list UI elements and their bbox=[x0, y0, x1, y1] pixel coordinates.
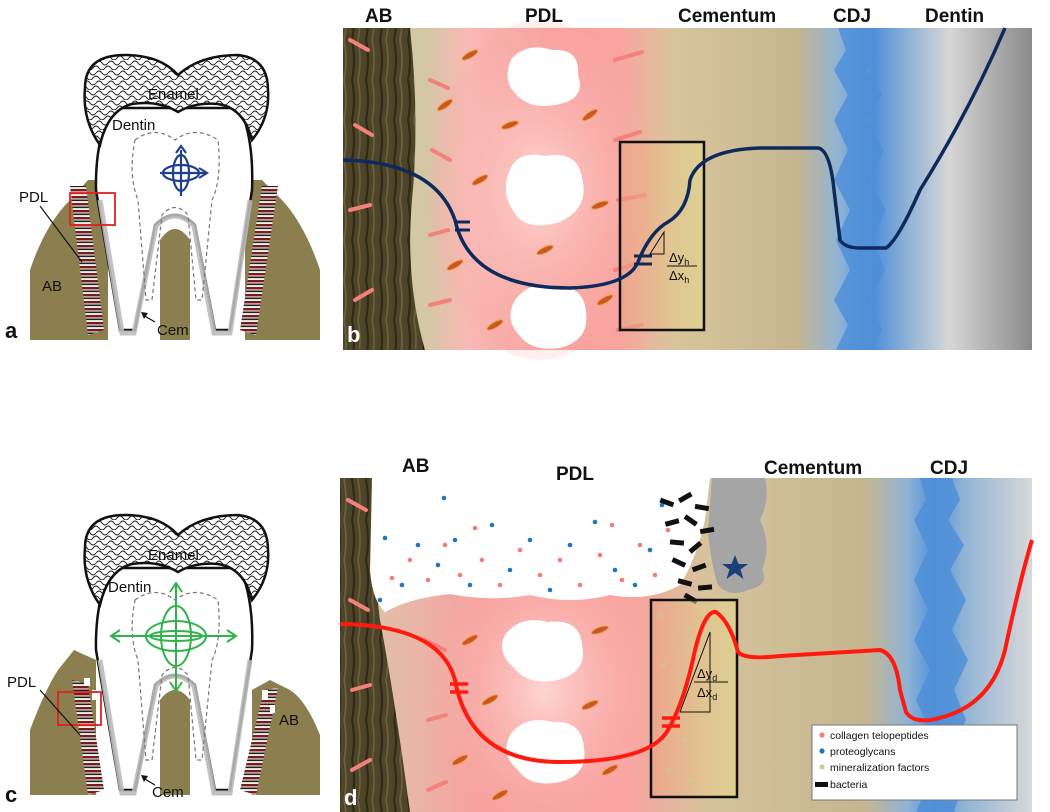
tissue-destruction-zone bbox=[370, 478, 710, 612]
fraction-denominator-d: Δxd bbox=[697, 685, 717, 702]
legend-swatch-proteoglycans bbox=[819, 748, 825, 754]
panel-b-letter: b bbox=[347, 322, 360, 347]
legend-box: collagen telopeptides proteoglycans mine… bbox=[811, 724, 1018, 801]
panel-b: Δyh Δxh AB PDL Cementum CDJ Dentin b bbox=[342, 6, 1032, 360]
pulp-outline bbox=[131, 131, 220, 301]
header-cdj-d: CDJ bbox=[930, 458, 968, 479]
pdl-leader-line bbox=[39, 205, 83, 263]
interradicular-bone bbox=[160, 229, 190, 340]
legend-swatch-mineralization bbox=[819, 764, 825, 770]
pulp-outline-c bbox=[131, 591, 220, 761]
header-cementum-d: Cementum bbox=[764, 458, 862, 479]
force-axes-icon bbox=[160, 144, 210, 196]
curve-break-marks-b bbox=[455, 220, 652, 266]
pdl-band-left bbox=[70, 186, 104, 335]
alveolar-bone-b bbox=[343, 28, 425, 350]
header-pdl-d: PDL bbox=[556, 464, 594, 485]
fraction-numerator-d: Δyd bbox=[697, 666, 717, 683]
legend-label-mineralization: mineralization factors bbox=[830, 762, 929, 774]
diseased-mechanical-curve bbox=[339, 539, 1034, 765]
pdl-void-2 bbox=[505, 154, 584, 226]
roi-marker-c bbox=[57, 691, 102, 726]
pdl-band-right bbox=[240, 186, 278, 335]
dentin-label-c: Dentin bbox=[108, 579, 151, 596]
legend-label-collagen: collagen telopeptides bbox=[830, 730, 929, 742]
pdl-void-1 bbox=[507, 47, 580, 106]
fraction-denominator-b: Δxh bbox=[669, 268, 689, 285]
calculus-mass bbox=[708, 478, 767, 594]
star-marker bbox=[722, 555, 748, 579]
alveolar-bone-d bbox=[340, 478, 410, 812]
curve-break-marks-d bbox=[450, 682, 680, 728]
ab-label: AB bbox=[42, 278, 62, 295]
fibroblast-cells-d bbox=[451, 625, 619, 801]
panel-c: Enamel Dentin PDL AB Cem c bbox=[5, 513, 320, 807]
zoom-box-d bbox=[649, 598, 739, 799]
cementum-line bbox=[97, 199, 253, 336]
pdl-void-d2 bbox=[506, 720, 585, 784]
pdl-band-left-c bbox=[72, 680, 104, 795]
roi-marker bbox=[69, 192, 116, 226]
header-cdj-b: CDJ bbox=[833, 6, 871, 27]
pdl-leader-line-c bbox=[39, 689, 81, 736]
fraction-numerator-b: Δyh bbox=[669, 250, 689, 267]
pdl-label: PDL bbox=[19, 189, 48, 206]
header-ab-d: AB bbox=[402, 456, 429, 477]
cem-arrow-head-c bbox=[141, 775, 148, 782]
pdl-label-c: PDL bbox=[7, 674, 36, 691]
legend-swatch-collagen bbox=[819, 732, 825, 738]
legend-label-proteoglycans: proteoglycans bbox=[830, 746, 895, 758]
header-pdl-b: PDL bbox=[525, 6, 563, 27]
panel-a: Enamel Dentin PDL AB Cem a bbox=[5, 53, 320, 343]
cem-label: Cem bbox=[157, 322, 189, 339]
cdj-band-b bbox=[834, 28, 886, 350]
header-dentin-b: Dentin bbox=[925, 6, 984, 27]
enamel-label: Enamel bbox=[148, 86, 199, 103]
slope-triangle-b bbox=[649, 230, 665, 255]
legend-swatch-bacteria bbox=[815, 782, 828, 787]
fibroblast-cells bbox=[436, 49, 614, 331]
bacteria-cluster bbox=[659, 491, 715, 605]
slope-triangle-d bbox=[679, 631, 711, 713]
enamel-label-c: Enamel bbox=[148, 547, 199, 564]
interradicular-bone-c bbox=[160, 690, 190, 795]
panel-a-letter: a bbox=[5, 318, 18, 343]
collagen-telopeptide-dots bbox=[389, 522, 671, 588]
pdl-void-3 bbox=[510, 284, 587, 349]
bone-resorption-notches bbox=[84, 678, 275, 713]
healthy-mechanical-curve bbox=[342, 27, 1007, 290]
pdl-void-d1 bbox=[502, 620, 583, 682]
force-axes-icon-c bbox=[109, 581, 238, 693]
ab-label-c: AB bbox=[279, 712, 299, 729]
enamel-cap-c bbox=[83, 513, 270, 608]
pdl-band-right-c bbox=[240, 688, 278, 795]
proteoglycan-dots bbox=[377, 495, 665, 603]
panel-c-letter: c bbox=[5, 782, 17, 807]
panel-d: Δyd Δxd collagen telopeptides proteoglyc… bbox=[339, 456, 1034, 812]
cem-arrow-head bbox=[141, 312, 148, 319]
sharpey-fibers-d bbox=[346, 498, 448, 792]
legend-label-bacteria: bacteria bbox=[830, 779, 868, 791]
panel-d-letter: d bbox=[344, 785, 357, 810]
dentin-label: Dentin bbox=[112, 117, 155, 134]
cem-label-c: Cem bbox=[152, 784, 184, 801]
header-cementum-b: Cementum bbox=[678, 6, 776, 27]
header-ab-b: AB bbox=[365, 6, 392, 27]
enamel-cap bbox=[83, 53, 270, 148]
